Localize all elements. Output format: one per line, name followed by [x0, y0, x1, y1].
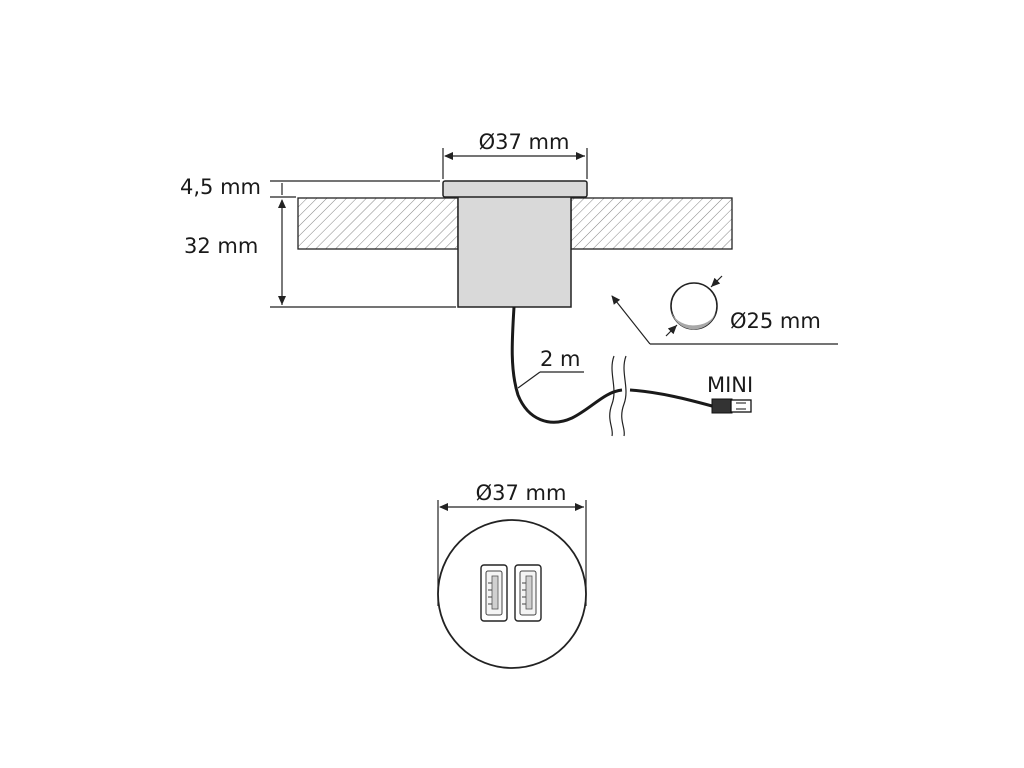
- body-height-label: 32 mm: [184, 234, 258, 258]
- housing-flange: [442, 180, 588, 198]
- bottom-diameter-label: Ø37 mm: [476, 481, 567, 505]
- hole-detail: Ø25 mm: [611, 275, 838, 345]
- housing-body: [457, 195, 572, 308]
- cable-break-mark-right: [621, 355, 627, 437]
- cable-length-dimension: 2 m: [517, 347, 584, 389]
- usb-port-left: [480, 564, 508, 622]
- flange-height-dimension: 4,5 mm: [180, 175, 440, 199]
- top-view: Ø37 mm: [437, 481, 587, 669]
- side-view: Ø37 mm 4,5 mm 32 mm 2 m: [180, 130, 838, 437]
- charger-face: [437, 519, 587, 669]
- cable: [510, 306, 623, 424]
- worktop-right: [570, 197, 733, 250]
- mini-connector: MINI: [707, 373, 753, 414]
- bottom-diameter-dimension: Ø37 mm: [437, 481, 587, 606]
- hole-diameter-label: Ø25 mm: [730, 309, 821, 333]
- connector-label: MINI: [707, 373, 753, 397]
- flange-height-label: 4,5 mm: [180, 175, 261, 199]
- usb-port-right: [514, 564, 542, 622]
- cable-break-mark-left: [609, 355, 615, 437]
- top-diameter-label: Ø37 mm: [479, 130, 570, 154]
- top-diameter-dimension: Ø37 mm: [442, 130, 588, 179]
- body-height-dimension: 32 mm: [184, 199, 456, 308]
- worktop-left: [297, 197, 459, 250]
- cable-continued: [629, 388, 713, 408]
- cable-length-label: 2 m: [540, 347, 581, 371]
